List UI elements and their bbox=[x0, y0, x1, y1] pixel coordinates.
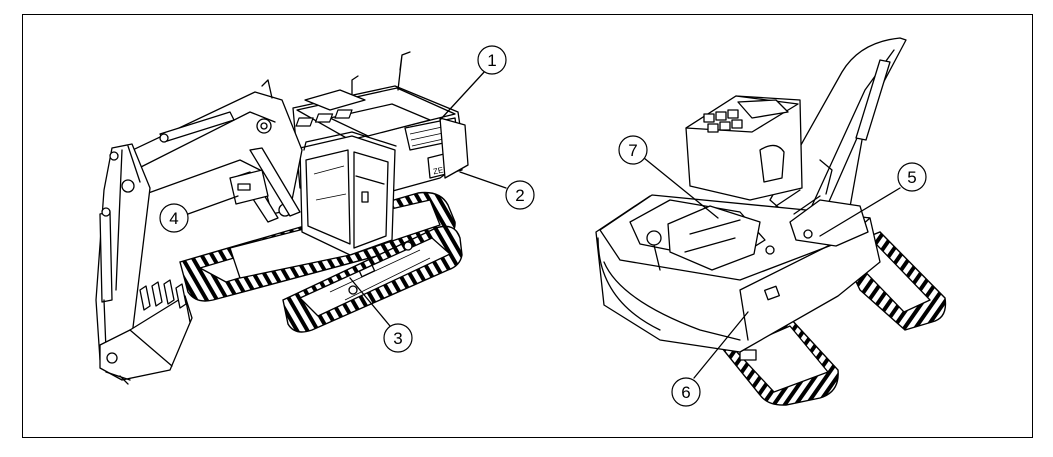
callout-1: 1 bbox=[439, 45, 507, 121]
callout-2-label: 2 bbox=[515, 186, 524, 205]
callout-3: 3 bbox=[349, 277, 413, 353]
callout-7: 7 bbox=[618, 135, 719, 219]
callout-2: 2 bbox=[459, 171, 535, 210]
callout-4-label: 4 bbox=[169, 209, 178, 228]
callout-6-label: 6 bbox=[681, 383, 690, 402]
callout-4: 4 bbox=[159, 195, 239, 233]
left-track-front bbox=[282, 225, 463, 333]
boom bbox=[119, 79, 303, 223]
callout-5-label: 5 bbox=[907, 168, 916, 187]
cab bbox=[299, 131, 397, 256]
callout-6: 6 bbox=[671, 311, 749, 407]
callout-7-label: 7 bbox=[628, 141, 637, 160]
excavator-rear-view bbox=[595, 37, 947, 406]
rear-cab bbox=[685, 95, 803, 201]
upper-structure: ZE205 bbox=[292, 51, 469, 201]
excavator-front-view: ZE205 bbox=[95, 51, 469, 385]
callout-3-label: 3 bbox=[393, 329, 402, 348]
counterweight-deck bbox=[595, 189, 881, 353]
callout-5: 5 bbox=[819, 162, 927, 237]
arm bbox=[95, 143, 151, 361]
callout-1-label: 1 bbox=[487, 51, 496, 70]
rear-boom bbox=[769, 37, 907, 227]
bucket bbox=[99, 279, 193, 385]
